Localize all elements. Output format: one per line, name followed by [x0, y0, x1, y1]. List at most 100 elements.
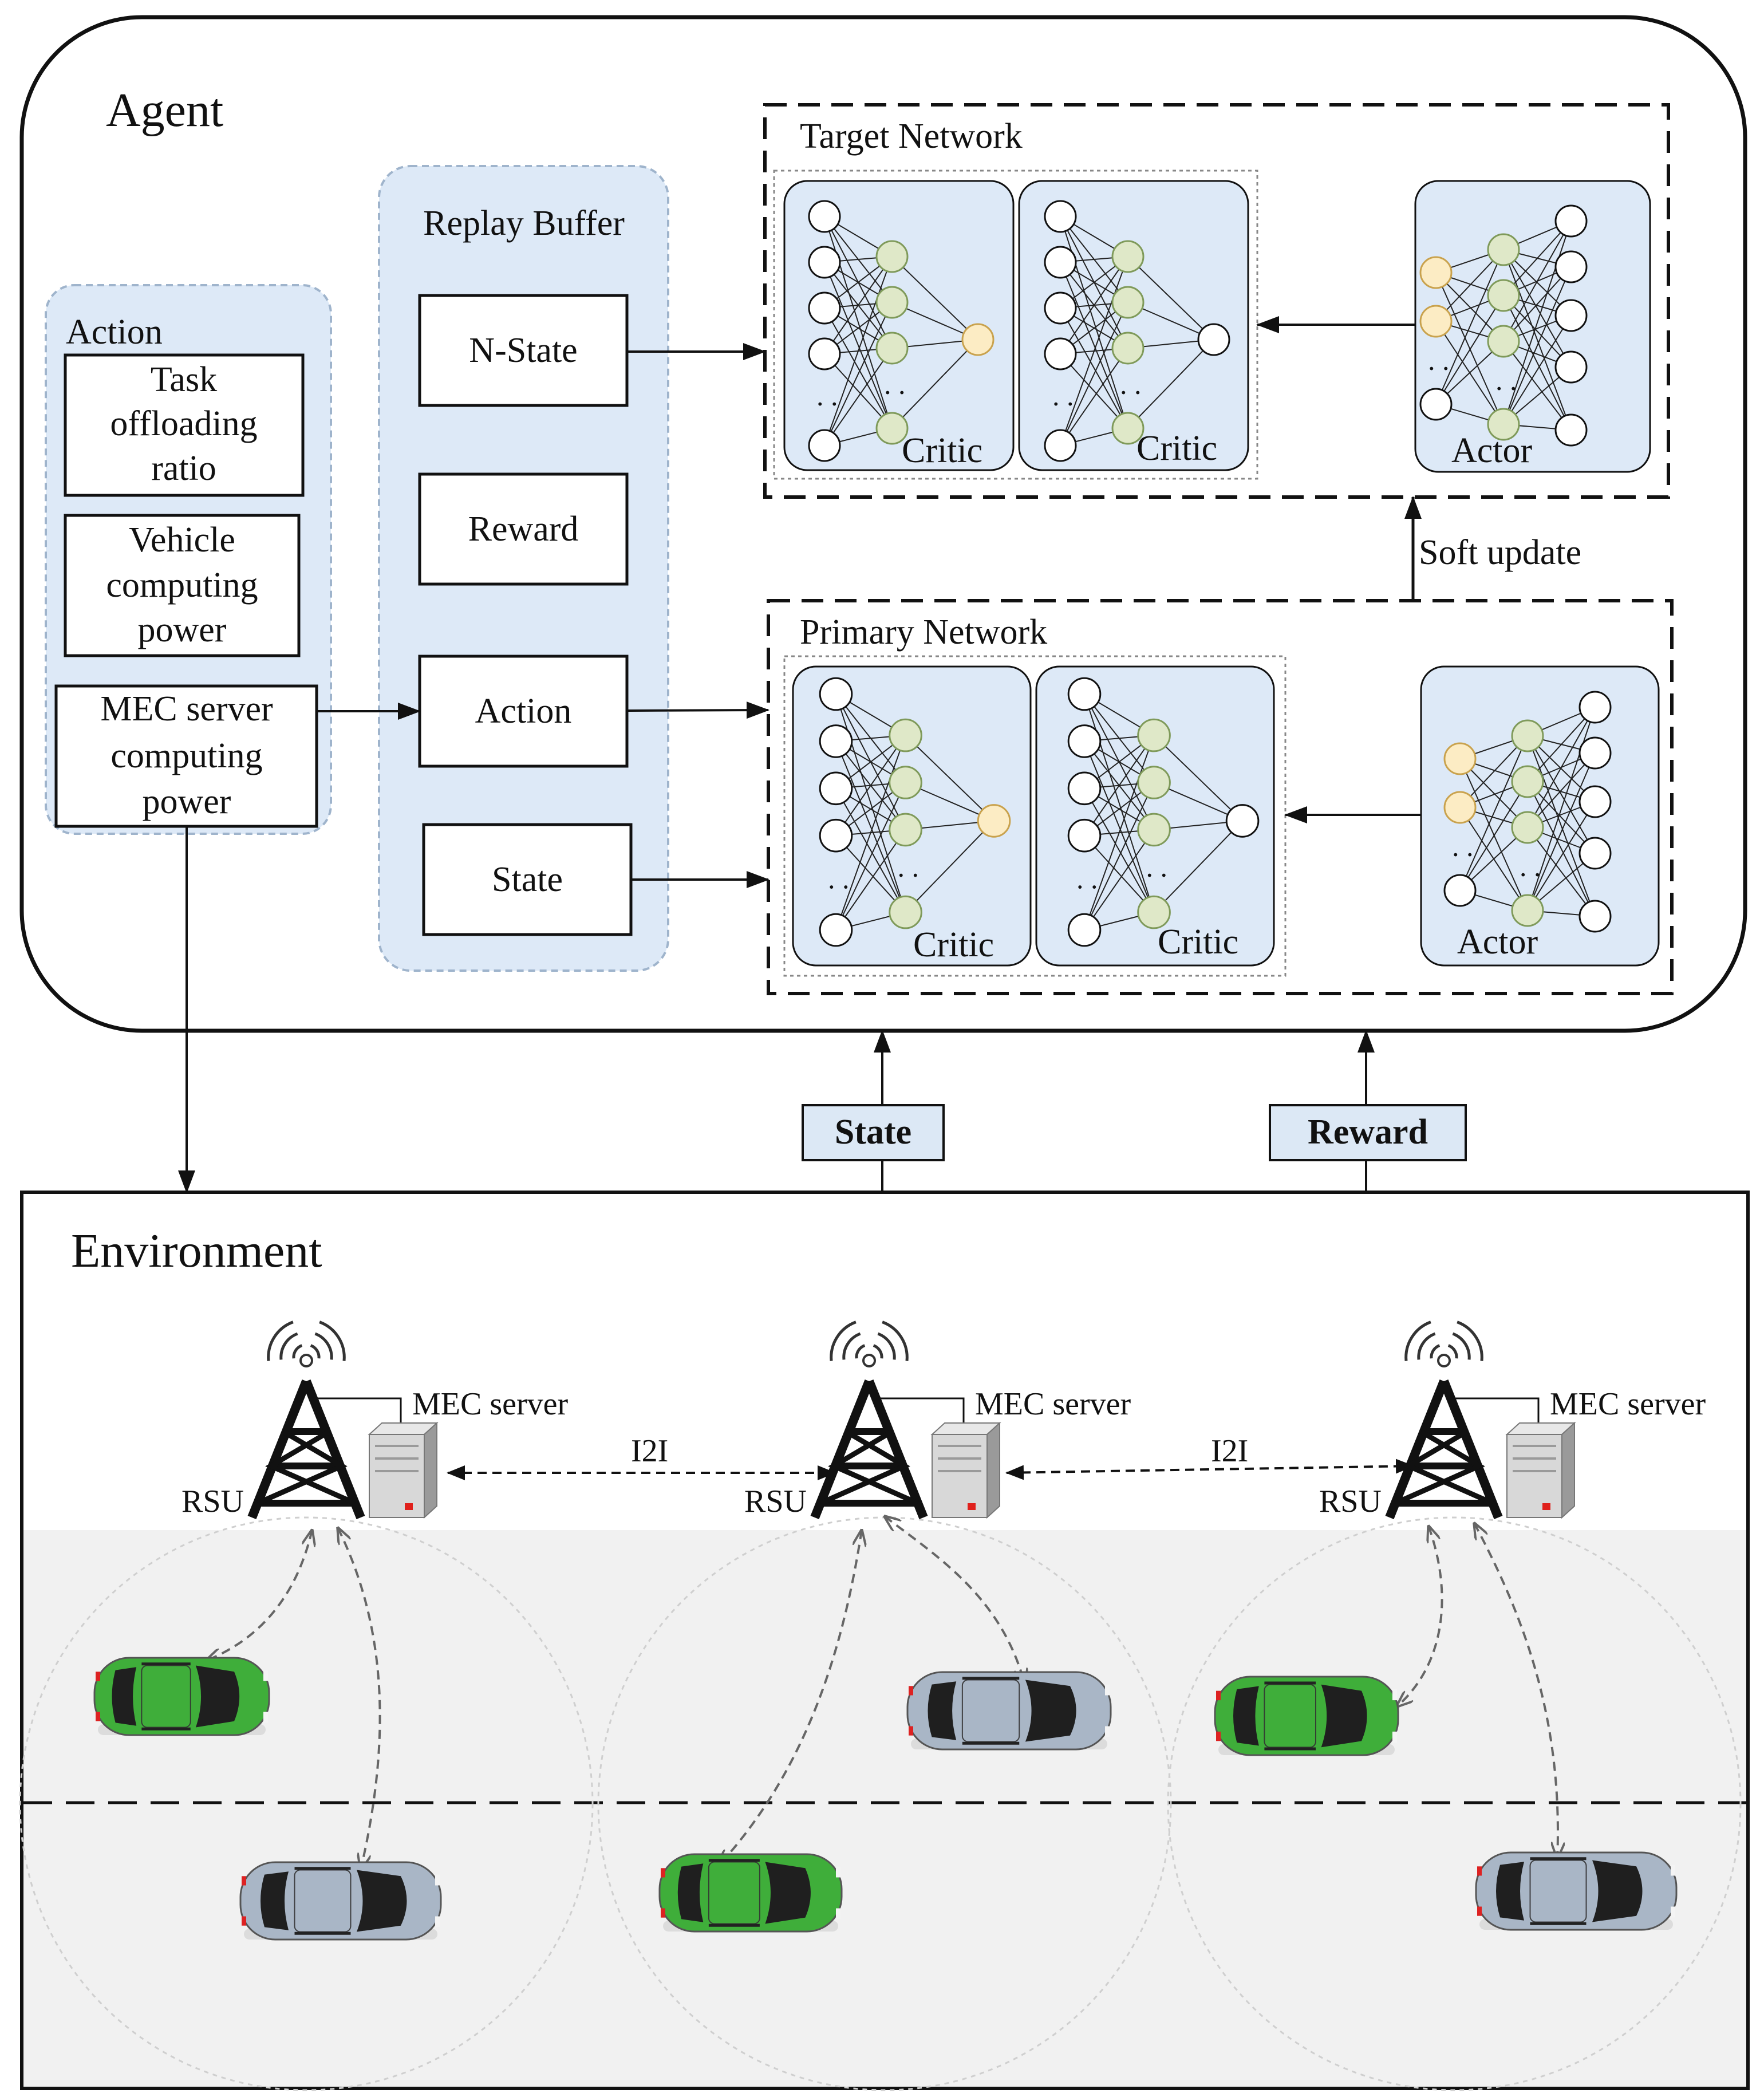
- neuron: [1578, 736, 1612, 770]
- signal-wave: [877, 1332, 896, 1360]
- ellipsis-dots: . .: [1076, 863, 1098, 895]
- car-taillight: [909, 1686, 913, 1696]
- network-connection: [1527, 735, 1596, 917]
- network-connection: [1527, 752, 1596, 911]
- neuron: [1111, 412, 1145, 445]
- buffer-reward-label: Reward: [468, 510, 579, 549]
- car-taillight: [1477, 1866, 1482, 1876]
- neuron: [1067, 818, 1102, 853]
- buffer-n-state-label: N-State: [469, 331, 577, 370]
- network-connection: [1527, 781, 1596, 854]
- neuron: [1578, 837, 1612, 870]
- signal-wave: [1457, 1321, 1483, 1361]
- network-connection: [905, 735, 995, 822]
- i2i-label-2: I2I: [1211, 1433, 1248, 1469]
- vehicle-4: [658, 1853, 843, 1933]
- neuron: [1044, 291, 1077, 325]
- arrow-action-to-primary: [626, 701, 769, 719]
- car-rear-window: [112, 1667, 137, 1726]
- server-led: [1542, 1503, 1550, 1510]
- vehicle-6: [1475, 1851, 1678, 1931]
- network-connection: [1060, 256, 1128, 446]
- ellipsis-dots: . .: [884, 368, 906, 400]
- network-connection: [1084, 835, 1155, 913]
- target-critic-2-network: . .. .: [1044, 200, 1230, 462]
- signal-wave: [1404, 1321, 1431, 1361]
- soft-update-label: Soft update: [1419, 533, 1581, 572]
- signal-wave: [1452, 1332, 1471, 1360]
- ellipsis-dots: . .: [1120, 368, 1142, 400]
- target-actor-label: Actor: [1451, 431, 1533, 470]
- target-critic-1-label: Critic: [902, 431, 982, 470]
- network-connection: [835, 735, 906, 931]
- signal-wave: [310, 1344, 321, 1359]
- car-headlight: [1392, 1689, 1397, 1701]
- agent-title: Agent: [106, 84, 223, 137]
- rsu-label: RSU: [1319, 1484, 1382, 1519]
- car-headlight: [836, 1908, 840, 1919]
- neuron: [1044, 429, 1077, 462]
- neuron: [1554, 299, 1588, 332]
- network-connection: [1084, 735, 1155, 836]
- car-taillight: [1216, 1690, 1221, 1701]
- network-connection: [1060, 302, 1128, 446]
- network-connection: [1084, 741, 1155, 913]
- network-connection: [1084, 735, 1155, 931]
- i2i-link-2: [1005, 1459, 1414, 1480]
- tower-bracing: [1394, 1429, 1494, 1506]
- network-connection: [1503, 295, 1572, 368]
- action-panel: Action Task offloading ratio Vehicle com…: [45, 284, 332, 835]
- network-connection: [1503, 249, 1572, 368]
- primary-actor-label: Actor: [1457, 923, 1538, 961]
- antenna-tip: [862, 1354, 876, 1367]
- buffer-state-label: State: [492, 860, 563, 899]
- action-item-2-line-2: computing: [106, 566, 258, 605]
- signal-wave: [855, 1344, 866, 1359]
- neuron: [1511, 719, 1544, 752]
- network-connection: [835, 782, 906, 931]
- vehicle-1: [93, 1657, 270, 1736]
- network-connection: [835, 829, 906, 931]
- network-connection: [1527, 735, 1596, 854]
- neuron: [875, 332, 909, 365]
- action-item-1-line-2: offloading: [110, 404, 257, 443]
- network-connection: [835, 835, 906, 913]
- network-connection: [1503, 266, 1572, 425]
- ellipsis-dots: . .: [1495, 364, 1517, 396]
- neuron: [1443, 874, 1477, 907]
- server-icon: [369, 1434, 425, 1518]
- tower-bracing: [256, 1429, 356, 1506]
- neuron: [889, 766, 922, 799]
- car-windshield: [765, 1862, 811, 1924]
- car-headlight: [1105, 1684, 1110, 1696]
- neuron: [819, 818, 853, 853]
- neuron: [1067, 913, 1102, 947]
- car-windshield: [195, 1665, 240, 1728]
- car-rear-window: [1496, 1862, 1524, 1921]
- environment-title: Environment: [71, 1224, 322, 1278]
- server-side: [1561, 1421, 1575, 1519]
- target-actor-network: . . . .: [1419, 204, 1588, 447]
- signal-wave: [1447, 1344, 1458, 1359]
- antenna-tip: [299, 1354, 313, 1367]
- network-connection: [891, 256, 978, 340]
- neuron: [1111, 286, 1145, 319]
- ellipsis-dots: . .: [1520, 850, 1541, 882]
- neuron: [1044, 337, 1077, 370]
- ellipsis-dots: . .: [828, 863, 850, 895]
- car-taillight: [96, 1672, 100, 1681]
- network-connection: [1084, 782, 1155, 931]
- neuron: [1137, 766, 1171, 799]
- primary-critic-1-network: . . . .: [819, 677, 1011, 947]
- action-panel-title: Action: [66, 313, 163, 352]
- ellipsis-dots: . .: [1428, 344, 1450, 376]
- network-connection: [824, 256, 893, 354]
- server-led: [968, 1503, 976, 1510]
- ellipsis-dots: . .: [898, 851, 920, 883]
- buffer-state: [422, 823, 633, 936]
- neuron: [875, 286, 909, 319]
- server-side: [986, 1421, 1000, 1519]
- network-connection: [1127, 256, 1214, 340]
